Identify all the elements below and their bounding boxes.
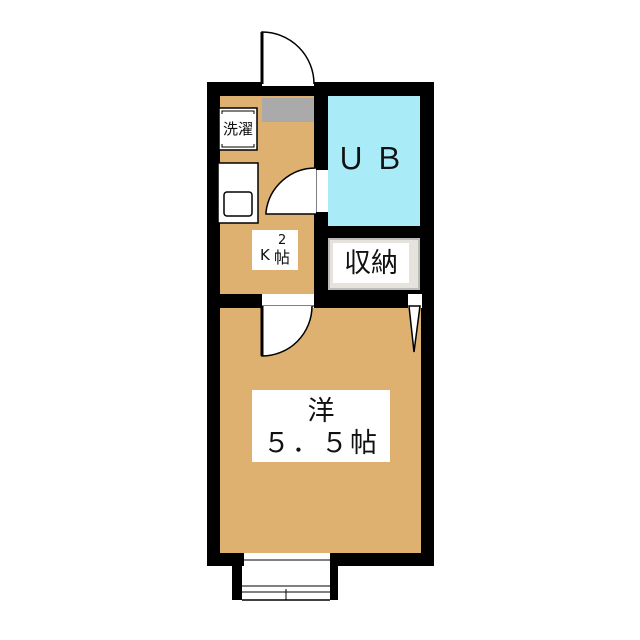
kitchen-label: K 2 帖 <box>252 230 298 270</box>
western-room-label: 洋 ５．５帖 <box>252 390 390 462</box>
entry-door <box>261 31 315 85</box>
western-room-size: ５．５帖 <box>263 428 379 459</box>
kitchen-label-k: K <box>260 246 270 264</box>
bath-door <box>265 167 317 215</box>
room-door <box>261 305 313 357</box>
kitchen-label-unit: 帖 <box>274 248 291 267</box>
entrance-area <box>262 98 314 122</box>
storage-door <box>408 305 421 353</box>
western-room-type: 洋 <box>307 396 335 427</box>
bath-label: ＵＢ <box>336 142 412 177</box>
storage-frame <box>328 238 420 290</box>
bath-floor <box>328 96 420 226</box>
kitchen-label-size: 2 <box>278 233 287 248</box>
washer-label: 洗濯 <box>220 114 256 144</box>
storage-label: 収納 <box>333 243 409 283</box>
